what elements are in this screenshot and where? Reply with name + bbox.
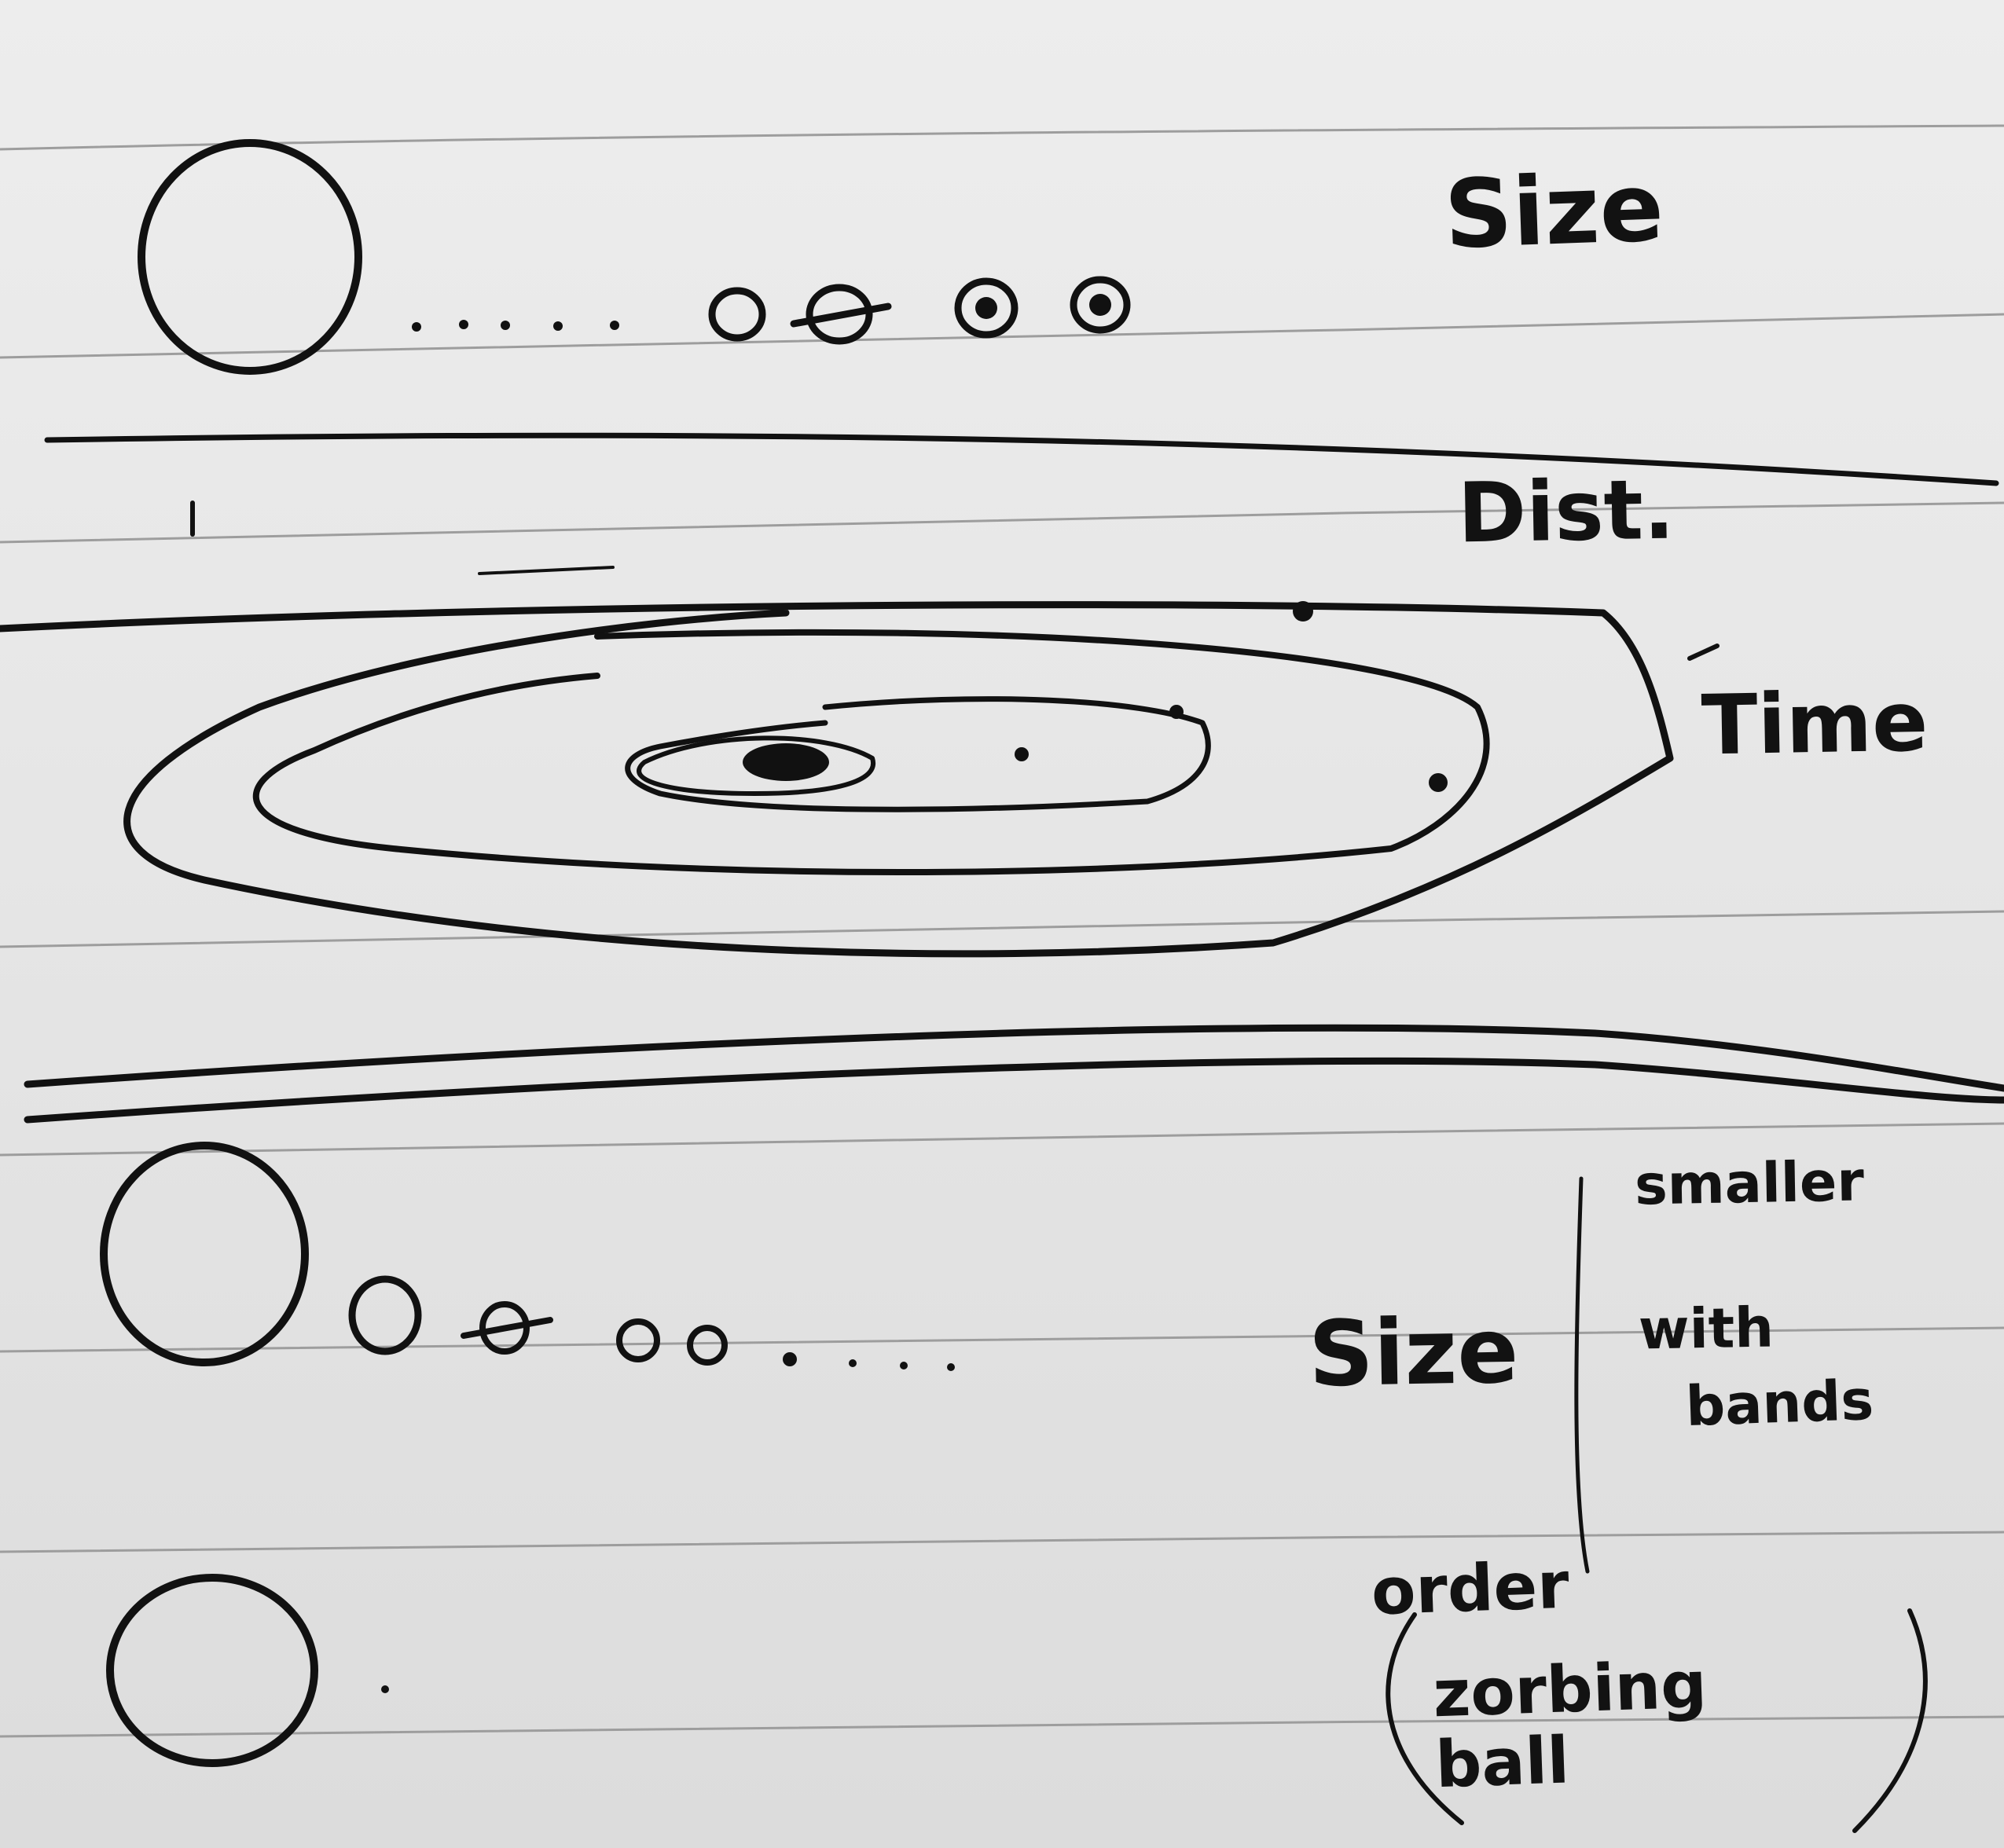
planet-dot	[1169, 705, 1184, 719]
row5-order-sketch	[106, 1574, 1928, 1833]
orbit-inner	[625, 696, 1211, 812]
orbit-core	[637, 735, 876, 796]
planet-core	[975, 297, 997, 319]
section-divider-lower	[24, 1057, 2004, 1124]
ruled-lines	[0, 124, 2004, 1738]
label-zorbing-ball: zorbing ball	[1431, 1648, 1709, 1803]
label-time: Time	[1700, 673, 1929, 774]
paren-left	[1386, 1612, 1464, 1825]
planet-ring	[790, 302, 892, 328]
label-size-bottom: Size	[1307, 1298, 1520, 1408]
section-divider	[44, 432, 1999, 486]
small-planet-dots	[412, 320, 619, 332]
sun-circle	[100, 1142, 309, 1366]
label-size-top: Size	[1442, 153, 1666, 270]
planet-dot	[1293, 601, 1313, 622]
planet-core	[1089, 294, 1111, 316]
planet-circle	[348, 1275, 422, 1355]
small-planet-dots	[783, 1352, 955, 1371]
orbit-middle	[252, 629, 1490, 875]
arrow-tick	[1687, 644, 1720, 661]
planet-circle	[687, 1325, 728, 1366]
ringed-planet	[806, 284, 873, 345]
sun-circle	[106, 1574, 318, 1767]
planet-dot	[1015, 747, 1029, 761]
orbit-outer	[0, 601, 1674, 958]
planet-circle	[1070, 276, 1131, 334]
planet-circle	[954, 277, 1019, 339]
planet-dot	[381, 1685, 389, 1693]
row1-size-sketch	[138, 139, 1131, 375]
vertical-bracket-line	[1574, 1176, 1590, 1574]
note-smaller: smaller	[1634, 1149, 1865, 1218]
ringed-planet	[479, 1301, 530, 1355]
paren-right	[1852, 1608, 1928, 1833]
row4-size-sketch	[100, 1142, 1590, 1574]
section-divider-upper	[24, 1024, 2004, 1092]
planet-dot	[1429, 773, 1448, 792]
label-distance: Dist.	[1456, 461, 1676, 562]
note-with: with	[1638, 1295, 1775, 1362]
note-bands: bands	[1684, 1367, 1875, 1439]
planet-circle	[708, 287, 766, 342]
sun-circle	[138, 139, 362, 375]
planet-circle	[616, 1318, 660, 1362]
dash-mark	[478, 566, 615, 575]
label-order: order	[1370, 1548, 1571, 1630]
orbit-diagram	[0, 601, 1720, 958]
planet-ring	[461, 1317, 553, 1339]
sun-center	[743, 743, 829, 781]
